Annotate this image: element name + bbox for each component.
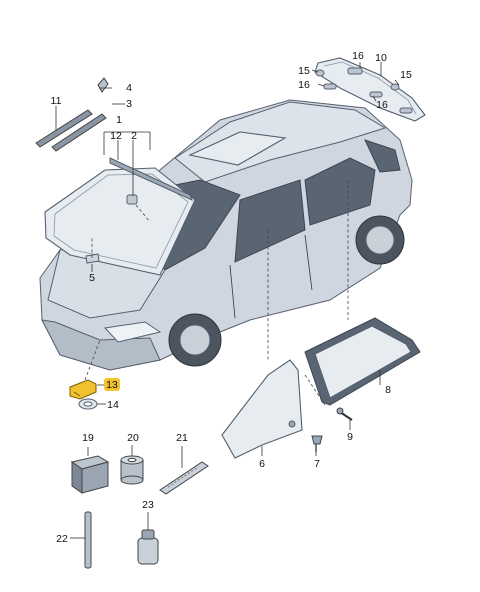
trim-strips — [35, 77, 109, 152]
windshield-exploded — [44, 157, 196, 276]
part-7-clip — [311, 435, 323, 452]
label-8: 8 — [385, 384, 391, 396]
label-20: 20 — [127, 432, 139, 444]
label-2: 2 — [131, 130, 137, 142]
label-15b: 15 — [400, 69, 412, 81]
part-13-highlight — [104, 378, 120, 391]
label-16a: 16 — [352, 50, 364, 62]
label-1: 1 — [116, 114, 122, 126]
leader-lines — [55, 62, 400, 539]
label-21: 21 — [176, 432, 188, 444]
label-4: 4 — [126, 82, 132, 94]
part-23-bottle — [137, 529, 159, 565]
label-12: 12 — [110, 130, 122, 142]
quarter-glass — [304, 317, 421, 406]
label-7: 7 — [314, 458, 320, 470]
part-14-ring — [78, 398, 98, 410]
part-22-rod — [84, 511, 92, 569]
label-3: 3 — [126, 98, 132, 110]
part-13-sensor — [69, 379, 97, 400]
label-15a: 15 — [298, 65, 310, 77]
label-22: 22 — [56, 533, 68, 545]
label-13: 13 — [106, 379, 118, 391]
part-labels: 1 2 3 4 5 6 7 8 9 10 11 12 13 14 15 15 1… — [51, 50, 412, 545]
label-19: 19 — [82, 432, 94, 444]
label-16b: 16 — [298, 79, 310, 91]
part-19-box — [70, 455, 110, 494]
label-9: 9 — [347, 431, 353, 443]
label-11: 11 — [51, 95, 62, 107]
label-5: 5 — [89, 272, 95, 284]
label-23: 23 — [142, 499, 154, 511]
part-20-roll — [120, 455, 144, 485]
door-glass — [221, 359, 303, 459]
part-21-strip — [159, 461, 209, 495]
part-9-screw — [336, 407, 353, 421]
label-16c: 16 — [376, 99, 388, 111]
label-10: 10 — [375, 52, 387, 64]
label-14: 14 — [107, 399, 119, 411]
label-6: 6 — [259, 458, 265, 470]
